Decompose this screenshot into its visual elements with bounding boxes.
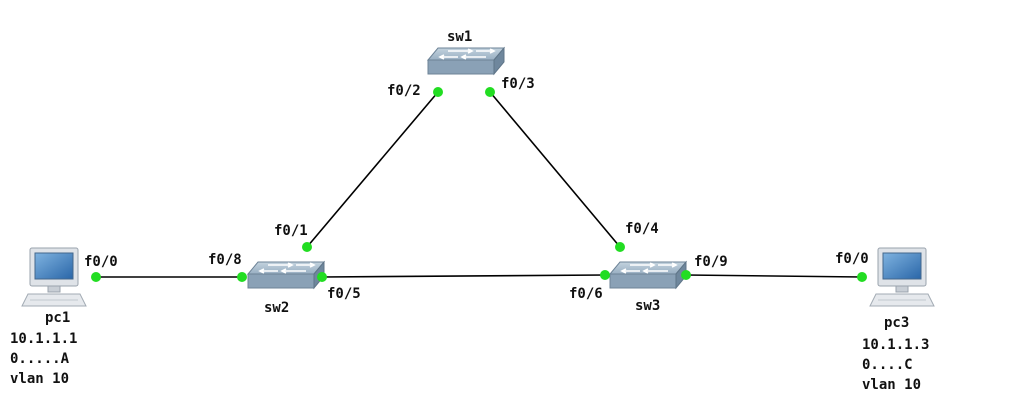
link-sw1-sw3 bbox=[489, 91, 621, 248]
link-sw3-pc3 bbox=[685, 274, 863, 278]
port-label-sw1-f03: f0/3 bbox=[501, 76, 535, 92]
pc3-mac-address: 0....C bbox=[862, 357, 913, 373]
port-dot-sw3-f04 bbox=[615, 242, 625, 252]
link-sw2-sw3 bbox=[321, 274, 606, 278]
port-dot-pc1-f00 bbox=[91, 272, 101, 282]
switch-sw1[interactable] bbox=[427, 47, 505, 75]
port-dot-sw1-f02 bbox=[433, 87, 443, 97]
link-sw1-sw2 bbox=[306, 91, 439, 248]
device-label-sw2: sw2 bbox=[264, 300, 290, 316]
port-label-pc1-f00: f0/0 bbox=[84, 254, 118, 270]
pc1-mac-address: 0.....A bbox=[10, 351, 70, 367]
pc3-info: 10.1.1.3 0....C vlan 10 bbox=[862, 335, 929, 395]
port-label-sw1-f02: f0/2 bbox=[387, 83, 421, 99]
port-dot-sw1-f03 bbox=[485, 87, 495, 97]
pc1-ip-address: 10.1.1.1 bbox=[10, 331, 78, 347]
port-dot-sw2-f01 bbox=[302, 242, 312, 252]
pc1-info: 10.1.1.1 0.....A vlan 10 bbox=[10, 329, 77, 389]
pc3-computer-icon[interactable] bbox=[869, 247, 935, 307]
pc3-vlan: vlan 10 bbox=[862, 377, 922, 393]
device-label-pc3: pc3 bbox=[884, 315, 910, 331]
switch-sw2[interactable] bbox=[247, 261, 325, 289]
device-label-pc1: pc1 bbox=[45, 310, 71, 326]
port-label-sw2-f05: f0/5 bbox=[327, 286, 361, 302]
port-dot-pc3-f00 bbox=[857, 272, 867, 282]
pc3-ip-address: 10.1.1.3 bbox=[862, 337, 930, 353]
port-label-sw3-f04: f0/4 bbox=[625, 221, 659, 237]
port-dot-sw2-f08 bbox=[237, 272, 247, 282]
switch-sw3[interactable] bbox=[609, 261, 687, 289]
port-label-sw2-f01: f0/1 bbox=[274, 223, 308, 239]
port-label-sw3-f09: f0/9 bbox=[694, 254, 728, 270]
pc1-vlan: vlan 10 bbox=[10, 371, 70, 387]
port-label-pc3-f00: f0/0 bbox=[835, 251, 869, 267]
pc1-computer-icon[interactable] bbox=[21, 247, 87, 307]
port-dot-sw3-f06 bbox=[600, 270, 610, 280]
port-label-sw2-f08: f0/8 bbox=[208, 252, 242, 268]
device-label-sw3: sw3 bbox=[635, 298, 661, 314]
port-dot-sw2-f05 bbox=[317, 272, 327, 282]
port-label-sw3-f06: f0/6 bbox=[569, 286, 603, 302]
device-label-sw1: sw1 bbox=[447, 29, 473, 45]
port-dot-sw3-f09 bbox=[681, 270, 691, 280]
